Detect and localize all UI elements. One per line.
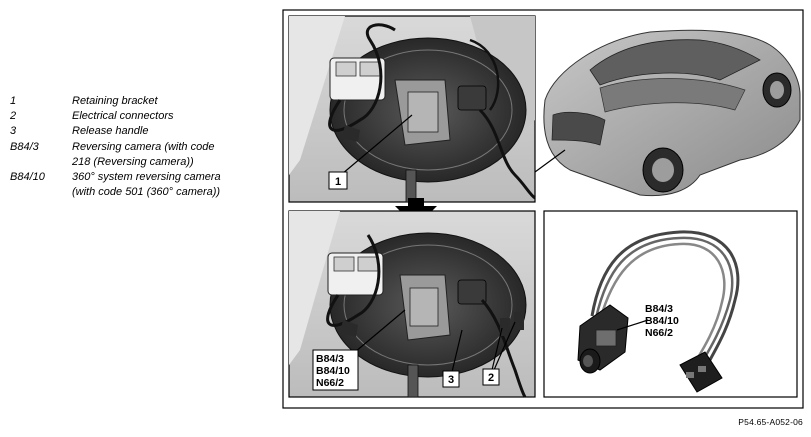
legend-item: 1 Retaining bracket xyxy=(10,94,280,109)
legend-key: 1 xyxy=(10,95,17,107)
callout-1-label: 1 xyxy=(335,176,341,188)
bottom-code-b84-10: B84/10 xyxy=(316,365,350,377)
bottom-code-n66-2: N66/2 xyxy=(316,377,344,389)
legend-item: B84/10 360° system reversing camera (wit… xyxy=(10,170,280,200)
legend-list: 1 Retaining bracket 2 Electrical connect… xyxy=(10,94,280,200)
camera-detail-panel: B84/3 B84/10 N66/2 xyxy=(543,210,798,398)
legend-text: 360° system reversing camera (with code … xyxy=(72,171,221,199)
legend-text: Release handle xyxy=(72,125,149,138)
legend-item: 2 Electrical connectors xyxy=(10,109,280,124)
legend-item: 3 Release handle xyxy=(10,124,280,139)
bottom-code-b84-3: B84/3 xyxy=(316,353,344,365)
detail-code-n66-2: N66/2 xyxy=(645,327,673,339)
legend-key: 2 xyxy=(10,110,17,123)
legend-key: B84/3 xyxy=(10,140,39,153)
legend-key: B84/10 xyxy=(10,171,45,184)
legend-text: Reversing camera (with code 218 (Reversi… xyxy=(72,140,215,168)
detail-code-b84-10: B84/10 xyxy=(645,315,679,327)
legend-item: B84/3 Reversing camera (with code 218 (R… xyxy=(10,140,280,170)
vehicle-illustration xyxy=(534,29,801,197)
bottom-detail-panel: B84/3 B84/10 N66/2 3 2 xyxy=(288,210,536,398)
legend-text: Electrical connectors xyxy=(72,110,174,123)
legend-text: Retaining bracket xyxy=(72,95,158,107)
detail-code-b84-3: B84/3 xyxy=(645,303,673,315)
callout-3-label: 3 xyxy=(448,374,454,386)
top-detail-panel: 1 xyxy=(288,15,536,203)
figure-reference: P54.65-A052-06 xyxy=(738,417,803,427)
callout-2-label: 2 xyxy=(488,372,494,384)
legend-key: 3 xyxy=(10,125,17,138)
